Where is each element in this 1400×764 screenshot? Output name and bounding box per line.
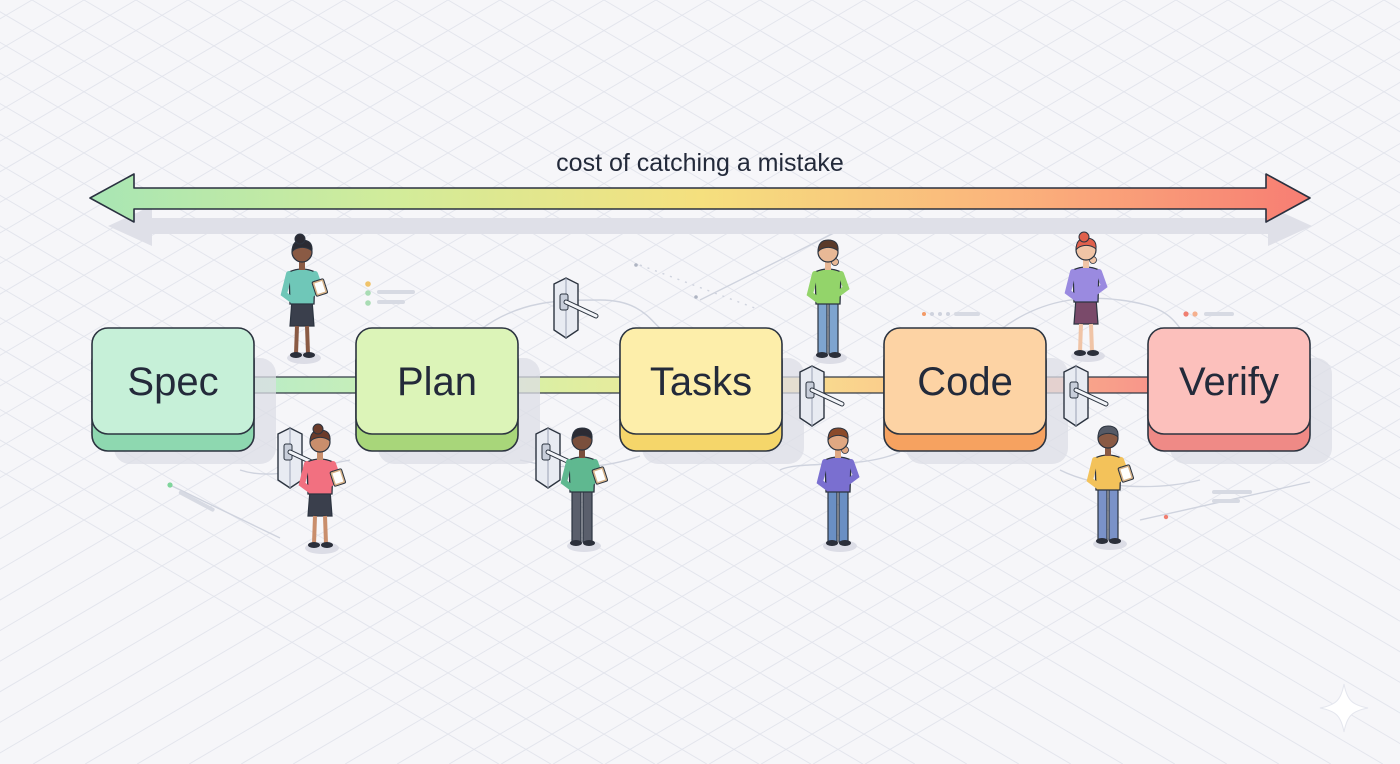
stage-label: Tasks <box>650 360 752 404</box>
people <box>280 231 1134 554</box>
sparkle-icon <box>1319 683 1369 733</box>
stage-block-face <box>883 327 1047 435</box>
gates <box>277 277 1109 489</box>
person-thinking-icon <box>816 427 860 552</box>
person-thinking-icon <box>1064 231 1108 362</box>
stage-blocks: Spec Plan Tasks Code Verify <box>91 327 1332 464</box>
stage-block-plan: Plan <box>355 327 540 464</box>
stage-label: Code <box>917 360 1013 404</box>
stage-block-tasks: Tasks <box>619 327 804 464</box>
person-with-clipboard-icon <box>280 233 328 364</box>
turnstile-gate-icon <box>535 427 581 489</box>
person-with-clipboard-icon <box>298 423 346 554</box>
cost-axis-arrow <box>89 173 1311 223</box>
person-with-clipboard-icon <box>560 427 608 552</box>
stage-block-code: Code <box>883 327 1068 464</box>
turnstile-gate-icon <box>553 277 599 339</box>
stage-block-face <box>355 327 519 435</box>
turnstile-gate-icon <box>799 365 845 427</box>
person-with-clipboard-icon <box>1086 425 1134 550</box>
stage-block-face <box>91 327 255 435</box>
cost-axis-label: cost of catching a mistake <box>556 149 844 177</box>
stage-block-face <box>619 327 783 435</box>
stage-block-verify: Verify <box>1147 327 1332 464</box>
person-thinking-icon <box>806 239 850 364</box>
stage-block-spec: Spec <box>91 327 276 464</box>
stage-label: Verify <box>1179 360 1279 404</box>
stage-block-face <box>1147 327 1311 435</box>
decorative-dot-clusters <box>167 263 1252 520</box>
cost-axis-shadow <box>108 206 1312 246</box>
cost-axis: cost of catching a mistake <box>89 149 1312 246</box>
turnstile-gate-icon <box>1063 365 1109 427</box>
stage-label: Spec <box>127 360 218 404</box>
stage-label: Plan <box>397 360 477 404</box>
